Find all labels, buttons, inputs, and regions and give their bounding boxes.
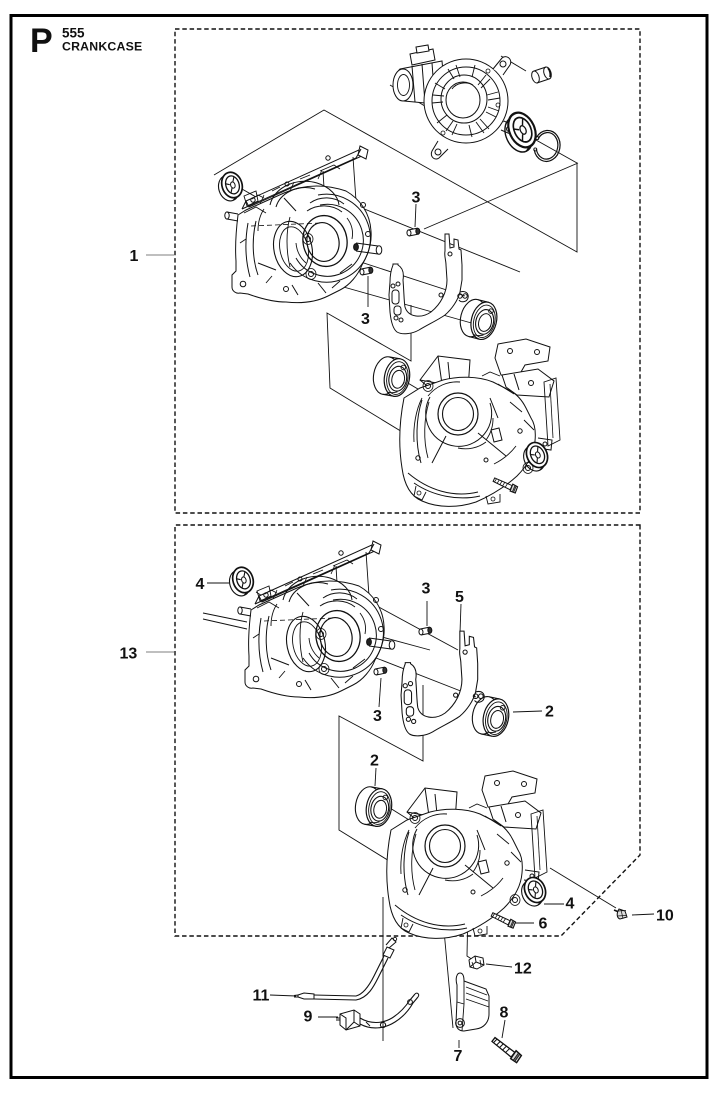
svg-text:1: 1 [130, 248, 139, 265]
svg-text:12: 12 [514, 961, 532, 978]
svg-text:5: 5 [455, 589, 464, 606]
svg-text:3: 3 [373, 708, 382, 725]
svg-text:4: 4 [196, 576, 205, 593]
svg-text:2: 2 [370, 753, 379, 770]
svg-text:8: 8 [500, 1005, 509, 1022]
svg-text:3: 3 [412, 190, 421, 207]
svg-text:9: 9 [304, 1009, 313, 1026]
svg-text:10: 10 [656, 908, 674, 925]
svg-text:4: 4 [566, 896, 575, 913]
svg-text:6: 6 [539, 916, 548, 933]
svg-text:555: 555 [62, 26, 85, 41]
svg-text:11: 11 [253, 988, 270, 1005]
svg-text:3: 3 [422, 581, 431, 598]
svg-text:P: P [30, 22, 53, 60]
svg-text:13: 13 [120, 646, 138, 663]
svg-text:3: 3 [361, 311, 370, 328]
svg-text:7: 7 [454, 1048, 463, 1065]
svg-text:2: 2 [545, 704, 554, 721]
svg-text:CRANKCASE: CRANKCASE [62, 40, 142, 54]
